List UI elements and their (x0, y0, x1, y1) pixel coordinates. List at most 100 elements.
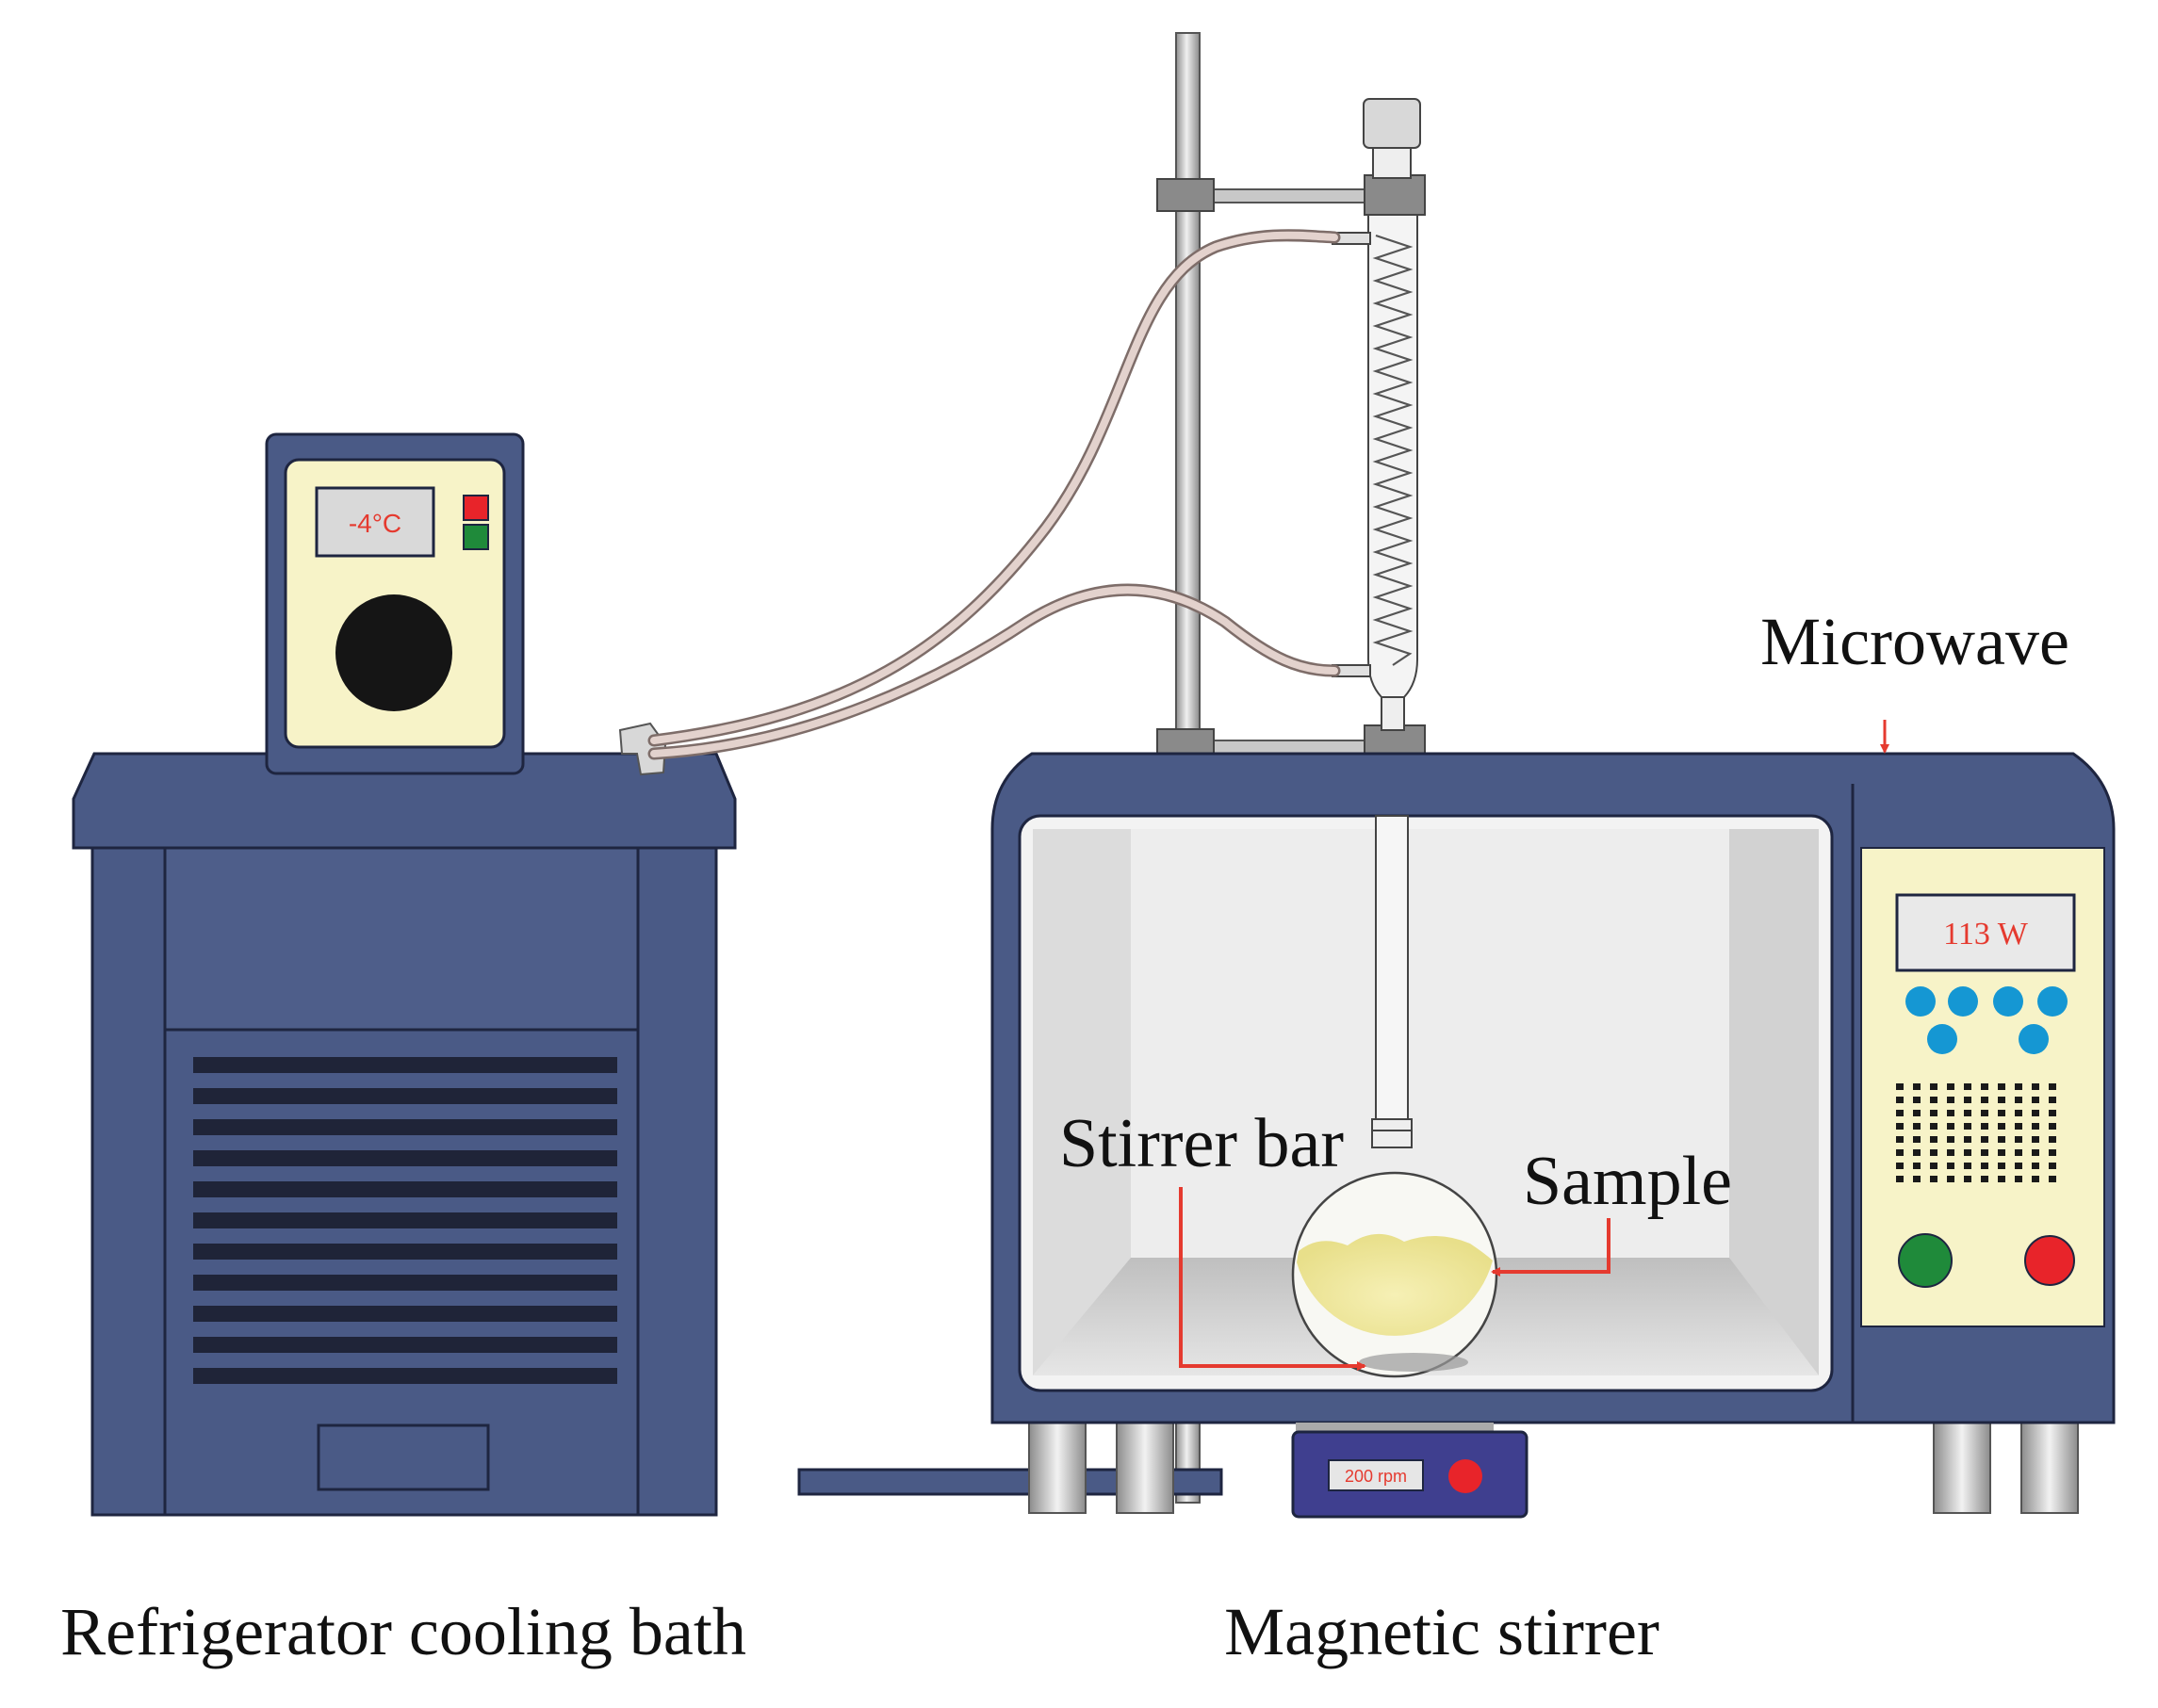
microwave-power-display (1895, 893, 2076, 972)
speaker-grille-hole (1930, 1123, 1937, 1130)
speaker-grille-hole (1964, 1097, 1971, 1103)
stirrer-top-plate (1296, 1423, 1494, 1432)
speaker-grille-hole (1896, 1097, 1904, 1103)
speaker-grille-hole (2032, 1110, 2039, 1116)
microwave-stop-button (2024, 1235, 2075, 1286)
condenser-coil (1372, 234, 1414, 666)
speaker-grille-hole (2032, 1176, 2039, 1182)
speaker-grille-hole (2049, 1097, 2056, 1103)
stirrer-speed-readout: 200 rpm (1345, 1467, 1407, 1486)
speaker-grille-hole (1930, 1176, 1937, 1182)
speaker-grille-hole (2049, 1083, 2056, 1090)
speaker-grille-hole (1913, 1149, 1921, 1156)
speaker-grille-hole (1981, 1097, 1988, 1103)
speaker-grille-hole (2049, 1163, 2056, 1169)
speaker-grille-hole (1998, 1149, 2005, 1156)
microwave-start-button (1898, 1233, 1953, 1288)
cooling-bath-upper-panel (163, 839, 640, 1032)
speaker-grille-hole (1981, 1110, 1988, 1116)
speaker-grille-hole (1964, 1149, 1971, 1156)
speaker-grille-hole (2032, 1123, 2039, 1130)
microwave-leg (1933, 1422, 1991, 1514)
speaker-grille-hole (1998, 1136, 2005, 1143)
condenser-stopper (1363, 98, 1421, 149)
speaker-grille-hole (1947, 1176, 1954, 1182)
speaker-grille-hole (1913, 1097, 1921, 1103)
speaker-grille-hole (1913, 1083, 1921, 1090)
speaker-grille-hole (2032, 1083, 2039, 1090)
speaker-grille-hole (2015, 1176, 2022, 1182)
round-bottom-flask (1291, 815, 1498, 1378)
speaker-grille-hole (2015, 1123, 2022, 1130)
speaker-grille-hole (1998, 1083, 2005, 1090)
microwave-speaker-grille (1896, 1083, 2056, 1182)
upper-clamp-arm (1196, 188, 1367, 203)
speaker-grille-hole (1930, 1097, 1937, 1103)
speaker-grille-hole (2015, 1097, 2022, 1103)
speaker-grille-hole (1981, 1136, 1988, 1143)
speaker-grille-hole (1896, 1163, 1904, 1169)
speaker-grille-hole (2015, 1083, 2022, 1090)
annotations (1179, 720, 1889, 1371)
microwave-keypad-button (1993, 986, 2023, 1017)
speaker-grille-hole (1981, 1149, 1988, 1156)
microwave-power-readout: 113 W (1943, 917, 2029, 952)
stirrer-bar-label: Stirrer bar (1059, 1105, 1344, 1182)
flask-sample-liquid (1297, 1233, 1493, 1336)
speaker-grille-hole (1947, 1163, 1954, 1169)
speaker-grille-hole (1964, 1163, 1971, 1169)
speaker-grille-hole (1930, 1110, 1937, 1116)
coolant-tubing (647, 229, 1341, 760)
speaker-grille-hole (1913, 1123, 1921, 1130)
speaker-grille-hole (1930, 1083, 1937, 1090)
sample-pointer-arrow (1491, 1218, 1610, 1277)
speaker-grille-hole (2015, 1136, 2022, 1143)
speaker-grille-hole (1896, 1123, 1904, 1130)
speaker-grille-hole (1964, 1176, 1971, 1182)
speaker-grille-hole (2015, 1163, 2022, 1169)
cooling-temp-display (315, 486, 435, 558)
stirrer-speed-display (1328, 1459, 1424, 1491)
microwave-leg (1116, 1422, 1174, 1514)
microwave-keypad (1905, 986, 2068, 1054)
flask-neck (1375, 815, 1409, 1120)
sample-label: Sample (1523, 1143, 1732, 1220)
stirrer-power-button (1448, 1459, 1482, 1493)
stirrer-bar-shadow (1359, 1353, 1468, 1372)
microwave-keypad-button (1948, 986, 1978, 1017)
flask-joint (1371, 1118, 1413, 1148)
speaker-grille-hole (1896, 1176, 1904, 1182)
upper-clamp-boss (1156, 178, 1215, 212)
cooling-control-knob (335, 594, 452, 711)
speaker-grille-hole (1964, 1110, 1971, 1116)
cooling-green-indicator (463, 524, 489, 550)
speaker-grille-hole (1947, 1083, 1954, 1090)
speaker-grille-hole (2032, 1163, 2039, 1169)
lower-clamp-arm (1196, 740, 1367, 755)
speaker-grille-hole (1964, 1136, 1971, 1143)
cooling-bath-vent-grille (193, 1057, 617, 1384)
speaker-grille-hole (2032, 1136, 2039, 1143)
cooling-red-indicator (463, 495, 489, 521)
speaker-grille-hole (1947, 1097, 1954, 1103)
speaker-grille-hole (1947, 1110, 1954, 1116)
speaker-grille-hole (1913, 1136, 1921, 1143)
speaker-grille-hole (1998, 1123, 2005, 1130)
speaker-grille-hole (1998, 1163, 2005, 1169)
condenser-neck (1372, 147, 1412, 179)
magnetic-stirrer-unit: 200 rpm (1291, 1423, 1529, 1519)
microwave-leg (2020, 1422, 2079, 1514)
condenser-lower-stem (1381, 696, 1405, 731)
speaker-grille-hole (1981, 1083, 1988, 1090)
speaker-grille-hole (1998, 1176, 2005, 1182)
speaker-grille-hole (1947, 1136, 1954, 1143)
speaker-grille-hole (2032, 1097, 2039, 1103)
speaker-grille-hole (1981, 1163, 1988, 1169)
microwave-keypad-button (2019, 1024, 2049, 1054)
speaker-grille-hole (2015, 1110, 2022, 1116)
stirrer-bar-pointer-arrow (1179, 1187, 1366, 1371)
speaker-grille-hole (2049, 1176, 2056, 1182)
speaker-grille-hole (1896, 1149, 1904, 1156)
speaker-grille-hole (1913, 1163, 1921, 1169)
